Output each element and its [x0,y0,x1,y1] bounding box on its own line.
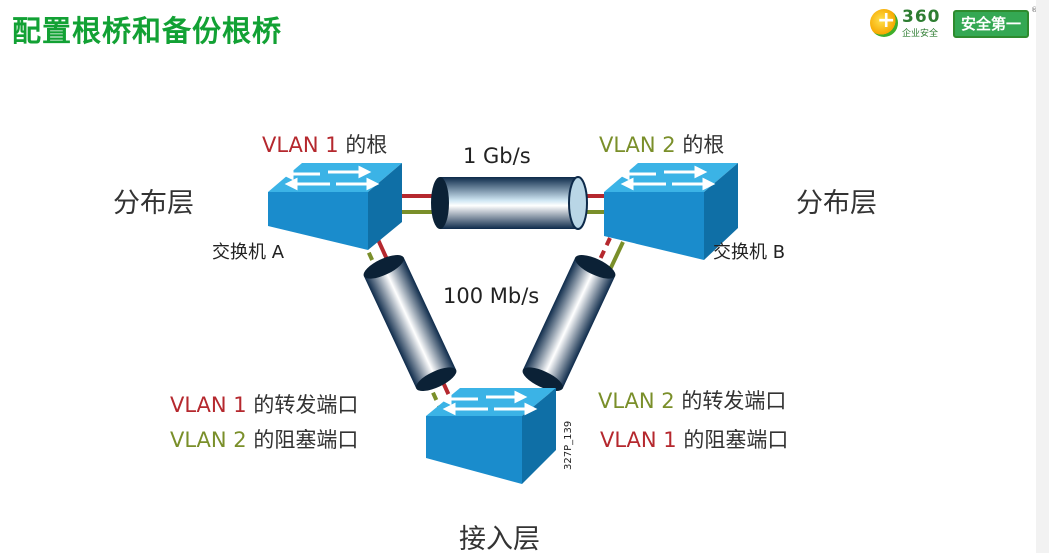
root-vlan2-vlan: VLAN 2 [599,133,676,157]
logo-circle-icon [870,9,898,37]
left-blocking-vlan: VLAN 2 [170,428,247,452]
right-forward-port-label: VLAN 2 的转发端口 [598,389,786,413]
link-tube-right [522,255,616,391]
left-blocking-text: 的阻塞端口 [247,428,359,452]
link-speed-1gb: 1 Gb/s [463,144,531,168]
left-forward-vlan: VLAN 1 [170,393,247,417]
right-forward-text: 的转发端口 [675,389,787,413]
right-blocking-port-label: VLAN 1 的阻塞端口 [600,428,788,452]
logo-brand: 360 [902,7,941,27]
logo-badge: 安全第一 [953,10,1030,38]
link-tube-left [363,255,457,391]
root-vlan2-label: VLAN 2 的根 [599,133,724,157]
right-forward-vlan: VLAN 2 [598,389,675,413]
root-vlan1-label: VLAN 1 的根 [262,133,387,157]
link-tube-1gb [431,176,588,230]
root-vlan2-text: 的根 [676,133,725,157]
root-vlan1-vlan: VLAN 1 [262,133,339,157]
right-blocking-vlan: VLAN 1 [600,428,677,452]
scrollbar-track[interactable] [1036,0,1049,553]
figure-code: 327P_139 [563,421,574,470]
access-layer-label: 接入层 [459,524,540,553]
root-vlan1-text: 的根 [339,133,388,157]
distribution-layer-left: 分布层 [113,188,194,219]
left-forward-port-label: VLAN 1 的转发端口 [170,393,358,417]
right-blocking-text: 的阻塞端口 [677,428,789,452]
logo-brand-sub: 企业安全 [902,29,939,39]
brand-logo: + 360 企业安全 安全第一 ® [868,6,1038,40]
plus-icon: + [877,8,896,33]
switch-b [604,163,738,260]
distribution-layer-right: 分布层 [796,188,877,219]
page-title: 配置根桥和备份根桥 [12,14,283,48]
registered-mark: ® [1031,6,1038,14]
left-forward-text: 的转发端口 [247,393,359,417]
left-blocking-port-label: VLAN 2 的阻塞端口 [170,428,358,452]
switch-access [426,388,556,484]
switch-a-label: 交换机 A [212,242,285,263]
switch-a [268,163,402,250]
link-speed-100mb: 100 Mb/s [443,284,539,308]
switch-b-label: 交换机 B [713,242,785,263]
